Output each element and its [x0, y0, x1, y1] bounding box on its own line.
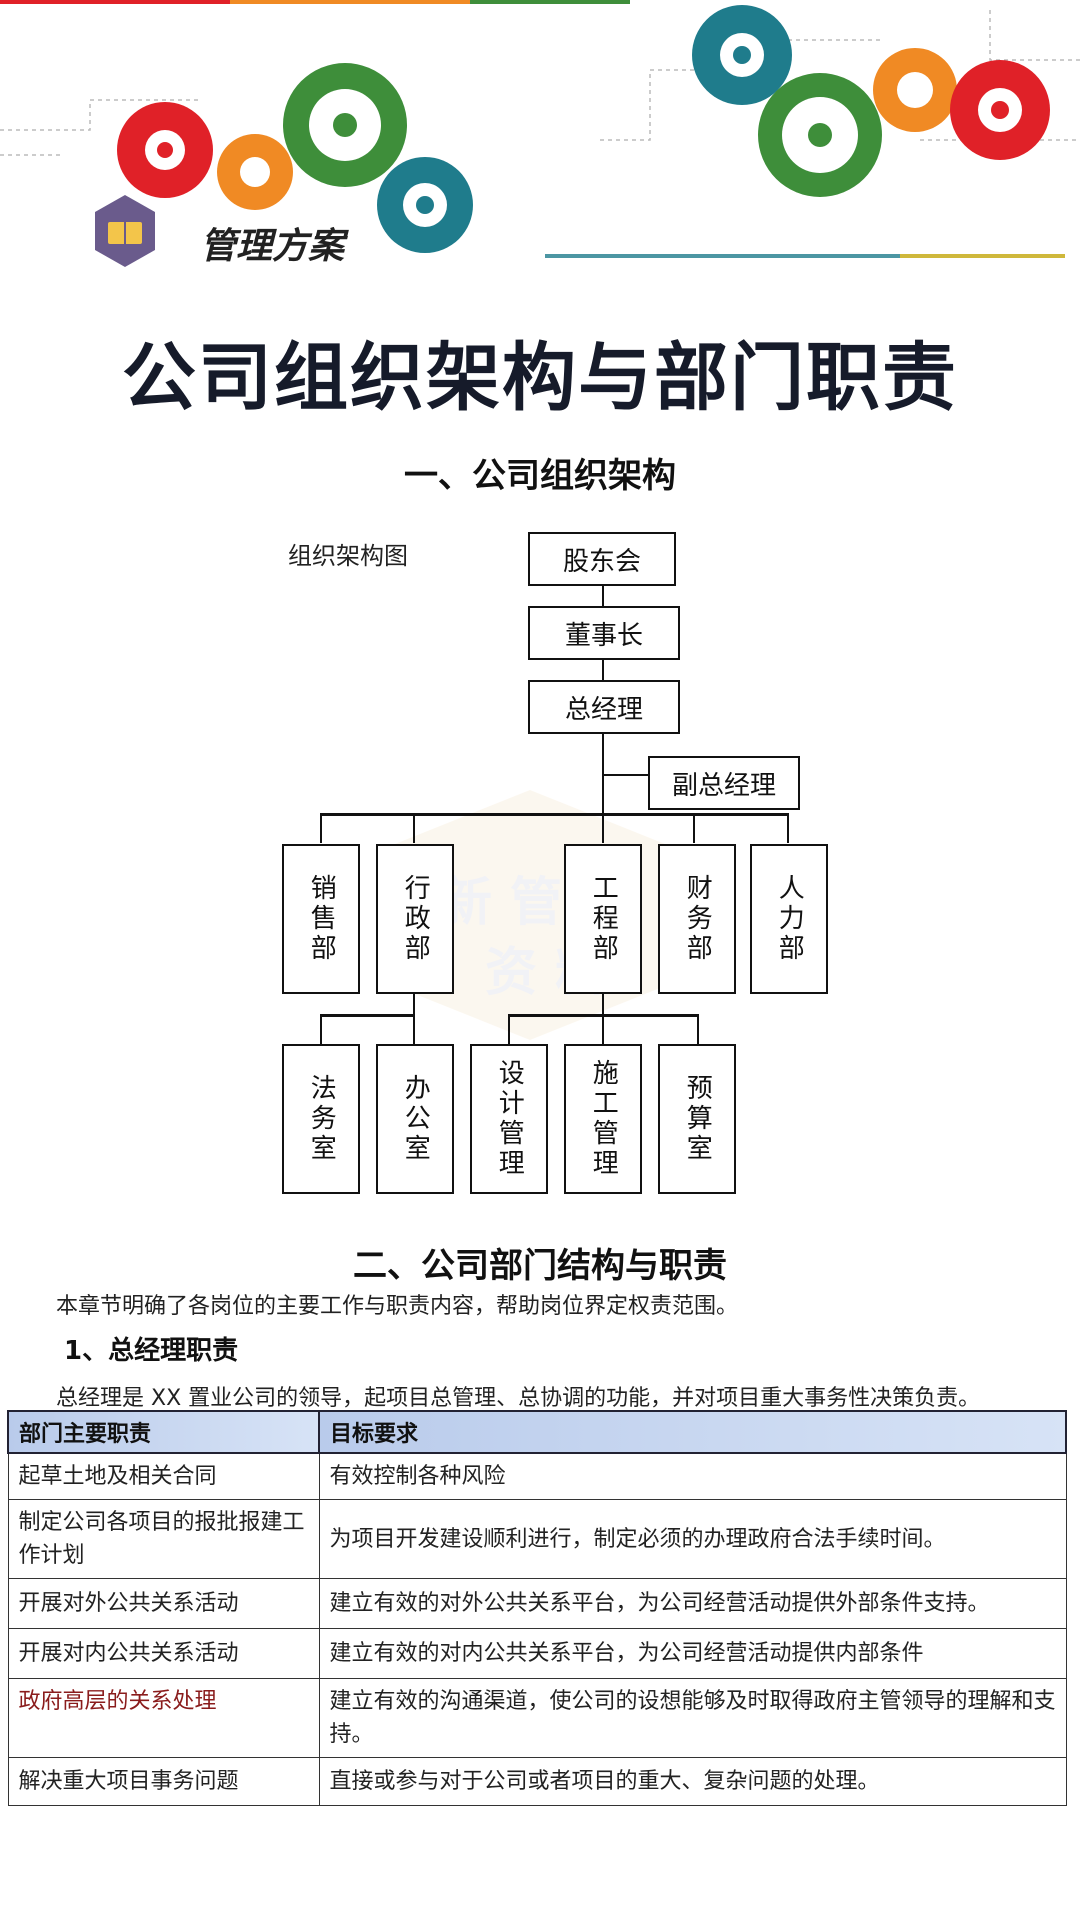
table-cell: 直接或参与对于公司或者项目的重大、复杂问题的处理。: [318, 1757, 1067, 1806]
table-cell: 建立有效的沟通渠道，使公司的设想能够及时取得政府主管领导的理解和支持。: [318, 1678, 1067, 1758]
section1-heading: 一、公司组织架构: [404, 456, 676, 496]
table-row: 制定公司各项目的报批报建工作计划 为项目开发建设顺利进行，制定必须的办理政府合法…: [7, 1499, 1067, 1579]
org-box-sales: 销售部: [282, 844, 360, 994]
org-chart-caption: 组织架构图: [288, 542, 408, 570]
org-box-chairman: 董事长: [528, 606, 680, 660]
table-cell: 解决重大项目事务问题: [7, 1757, 320, 1806]
org-box-legal: 法务室: [282, 1044, 360, 1194]
table-cell: 为项目开发建设顺利进行，制定必须的办理政府合法手续时间。: [318, 1499, 1067, 1579]
table-cell: 有效控制各种风险: [318, 1452, 1067, 1500]
banner-logo-text: 管理方案: [200, 225, 349, 267]
table-cell: 建立有效的对内公共关系平台，为公司经营活动提供内部条件: [318, 1628, 1067, 1679]
table-row: 政府高层的关系处理 建立有效的沟通渠道，使公司的设想能够及时取得政府主管领导的理…: [7, 1678, 1067, 1758]
gear-icon: [117, 5, 1050, 253]
table-cell: 起草土地及相关合同: [7, 1452, 320, 1500]
document-title: 公司组织架构与部门职责: [122, 335, 958, 421]
gm-duties-description: 总经理是 XX 置业公司的领导，起项目总管理、总协调的功能，并对项目重大事务性决…: [56, 1386, 981, 1411]
header-banner: 管理方案: [0, 0, 1080, 267]
column-header: 目标要求: [318, 1410, 1067, 1454]
org-box-office: 办公室: [376, 1044, 454, 1194]
gm-duties-heading: 1、总经理职责: [64, 1336, 239, 1366]
org-box-engineering: 工程部: [564, 844, 642, 994]
table-cell: 开展对外公共关系活动: [7, 1578, 320, 1629]
table-cell: 政府高层的关系处理: [7, 1678, 320, 1758]
org-box-hr: 人力部: [750, 844, 828, 994]
table-cell: 制定公司各项目的报批报建工作计划: [7, 1499, 320, 1579]
org-box-budget: 预算室: [658, 1044, 736, 1194]
table-row: 开展对外公共关系活动 建立有效的对外公共关系平台，为公司经营活动提供外部条件支持…: [7, 1578, 1067, 1629]
org-box-shareholders: 股东会: [528, 532, 676, 586]
org-box-admin: 行政部: [376, 844, 454, 994]
duties-table: 部门主要职责 目标要求 起草土地及相关合同 有效控制各种风险 制定公司各项目的报…: [7, 1410, 1067, 1806]
section2-heading: 二、公司部门结构与职责: [353, 1246, 727, 1286]
table-cell: 开展对内公共关系活动: [7, 1628, 320, 1679]
table-row: 开展对内公共关系活动 建立有效的对内公共关系平台，为公司经营活动提供内部条件: [7, 1628, 1067, 1679]
table-row: 解决重大项目事务问题 直接或参与对于公司或者项目的重大、复杂问题的处理。: [7, 1757, 1067, 1806]
org-box-design-mgmt: 设计管理: [470, 1044, 548, 1194]
table-row: 起草土地及相关合同 有效控制各种风险: [7, 1452, 1067, 1500]
watermark-char: 管: [510, 873, 563, 933]
column-header: 部门主要职责: [7, 1410, 320, 1454]
table-header-row: 部门主要职责 目标要求: [7, 1410, 1067, 1454]
org-box-vice-general-manager: 副总经理: [648, 756, 800, 810]
org-box-general-manager: 总经理: [528, 680, 680, 734]
watermark-char: 资: [485, 943, 538, 1003]
org-box-construction-mgmt: 施工管理: [564, 1044, 642, 1194]
section2-intro: 本章节明确了各岗位的主要工作与职责内容，帮助岗位界定权责范围。: [56, 1294, 739, 1319]
org-box-finance: 财务部: [658, 844, 736, 994]
table-cell: 建立有效的对外公共关系平台，为公司经营活动提供外部条件支持。: [318, 1578, 1067, 1629]
